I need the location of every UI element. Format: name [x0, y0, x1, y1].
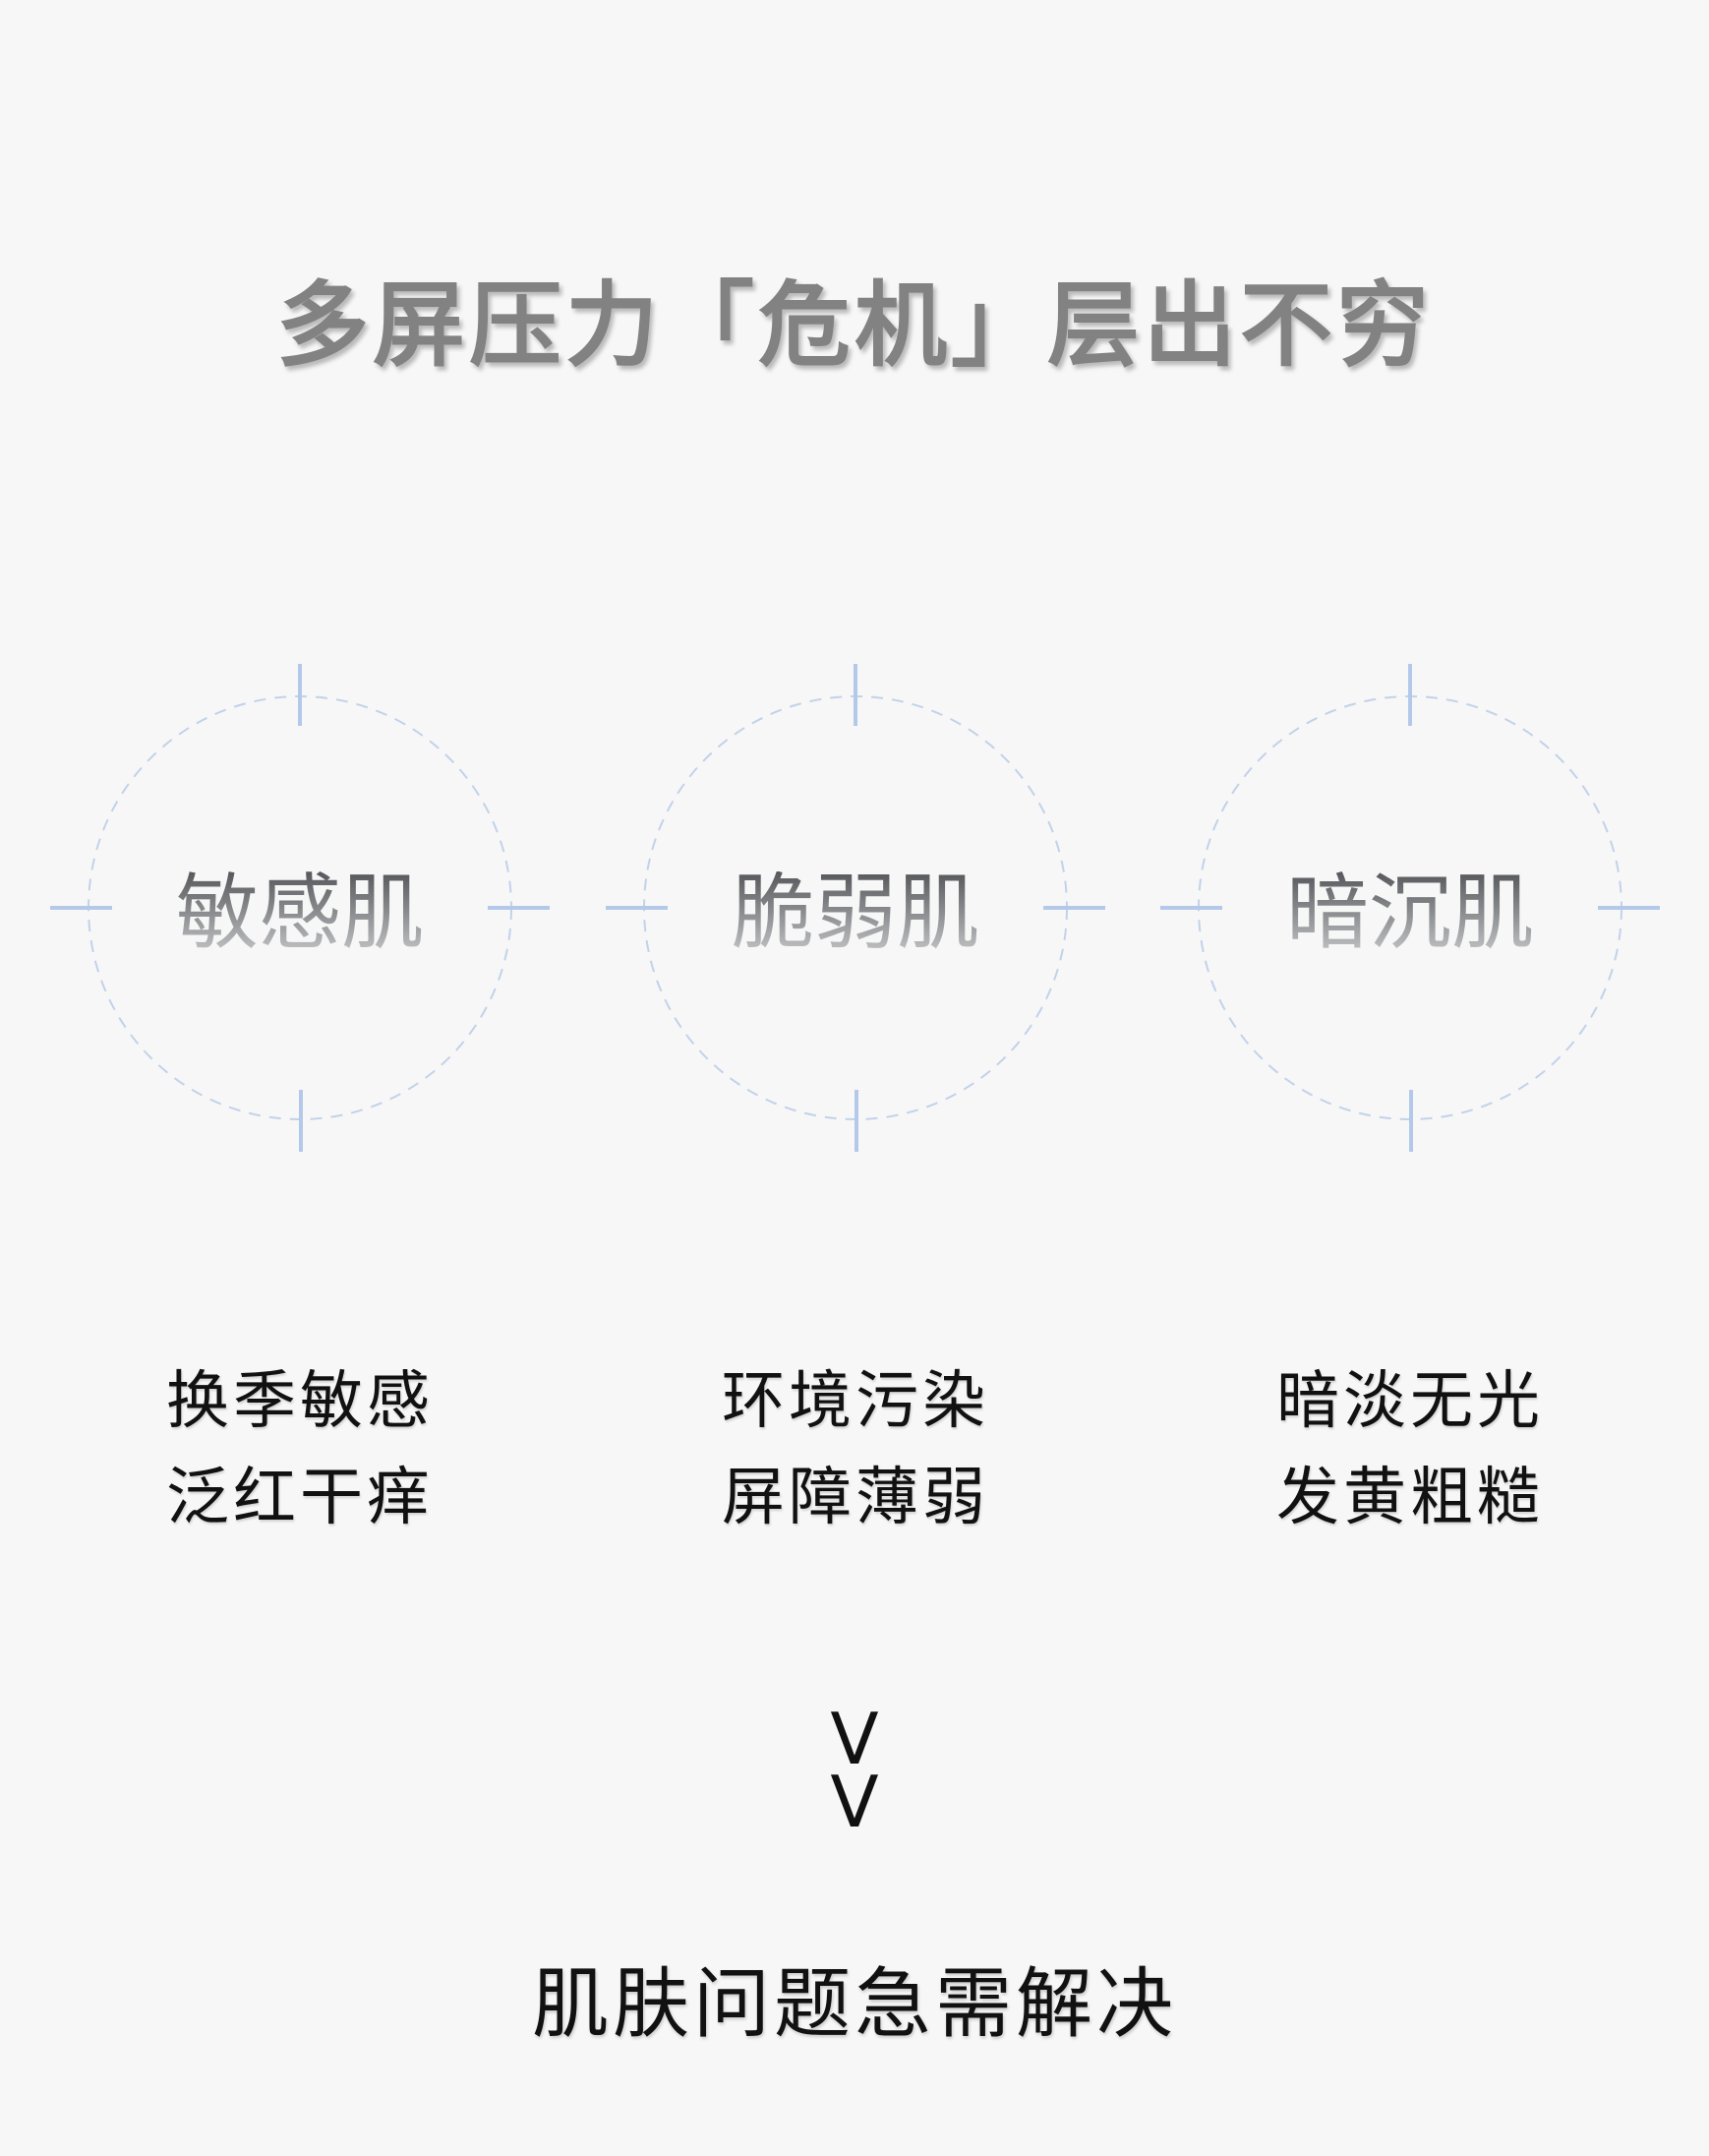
symptom-line: 环境污染: [722, 1365, 989, 1438]
skin-type-name: 脆弱肌: [600, 871, 1111, 954]
chevron-down-icon: V: [830, 1698, 879, 1780]
symptom-line: 暗淡无光: [1276, 1365, 1544, 1438]
symptom-line: 屏障薄弱: [722, 1462, 989, 1534]
page-title: 多屏压力「危机」层出不穷: [275, 272, 1433, 380]
target-ring-icon: [606, 664, 1105, 1152]
target-ring-icon: [1160, 664, 1660, 1152]
target-ring-icon: [50, 664, 550, 1152]
symptom-line: 发黄粗糙: [1276, 1462, 1544, 1534]
conclusion-text: 肌肤问题急需解决: [531, 1960, 1177, 2049]
symptom-line: 泛红干痒: [166, 1462, 434, 1534]
skin-type-name: 暗沉肌: [1154, 871, 1666, 954]
chevron-down-icon: V: [830, 1761, 879, 1843]
symptom-line: 换季敏感: [166, 1365, 434, 1438]
skin-type-name: 敏感肌: [44, 871, 556, 954]
